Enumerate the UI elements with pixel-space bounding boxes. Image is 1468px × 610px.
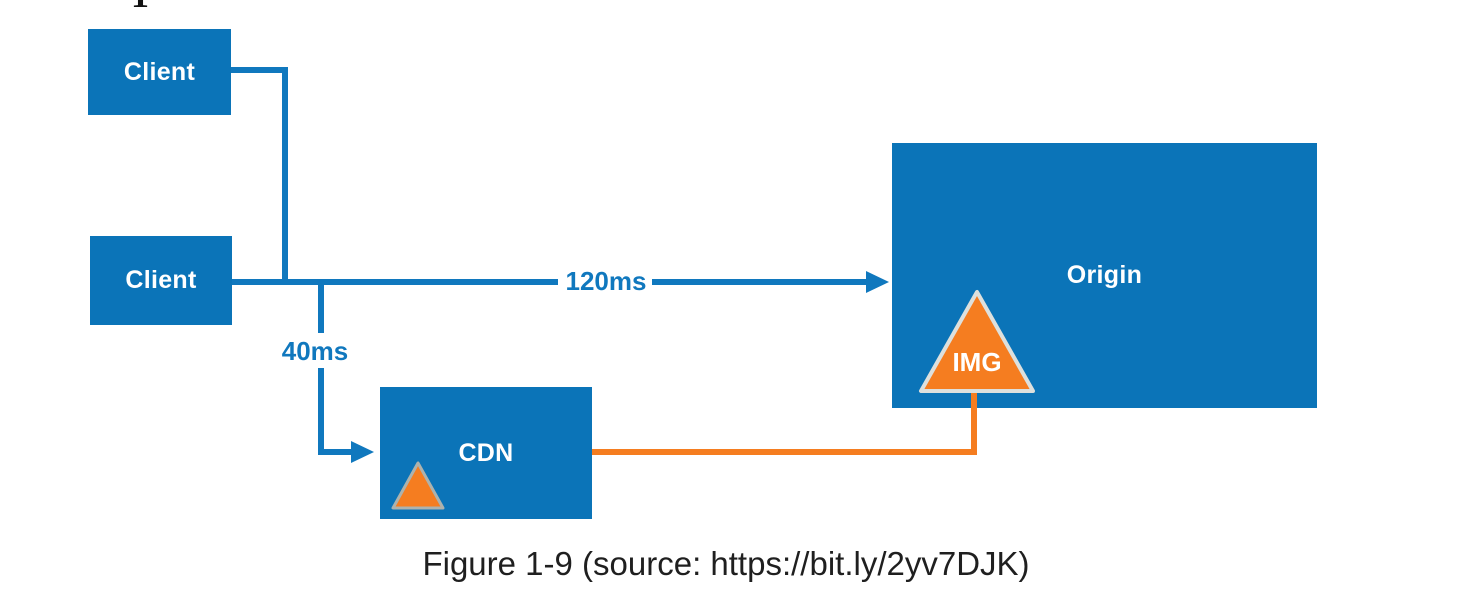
node-client-1: Client [88,29,231,115]
cdn-connector-horizontal-segment [318,449,352,455]
img-asset-label: IMG [952,347,1001,377]
latency-label-client-to-origin: 120ms [565,266,647,296]
arrowhead-to-cdn-icon [351,441,374,463]
cdn-connector-vertical-top-segment [318,285,324,333]
origin-connector-left-segment [232,279,558,285]
client1-connector-vertical-line [282,67,288,285]
cached-asset-triangle-icon [391,461,445,510]
origin-connector-right-segment [652,279,868,285]
node-origin-label: Origin [1066,261,1143,289]
img-triangle-shape [919,290,1035,393]
cropped-glyph: 1 [126,0,154,11]
asset-transfer-line-vertical [971,391,977,452]
node-client-1-label: Client [123,57,196,86]
arrowhead-to-origin-icon [866,271,889,293]
latency-label-client-to-cdn: 40ms [281,336,349,366]
client1-connector-horizontal-line [231,67,288,73]
node-client-2: Client [90,236,232,325]
node-cdn-label: CDN [458,438,514,467]
cropped-text-fragment: 1 [126,0,154,11]
figure-caption: Figure 1-9 (source: https://bit.ly/2yv7D… [422,545,1030,582]
cdn-connector-vertical-bottom-segment [318,368,324,455]
node-client-2-label: Client [125,266,197,294]
cdn-triangle-shape [391,461,445,510]
img-asset-triangle-icon: IMG [919,290,1035,393]
asset-transfer-line-horizontal [592,449,977,455]
